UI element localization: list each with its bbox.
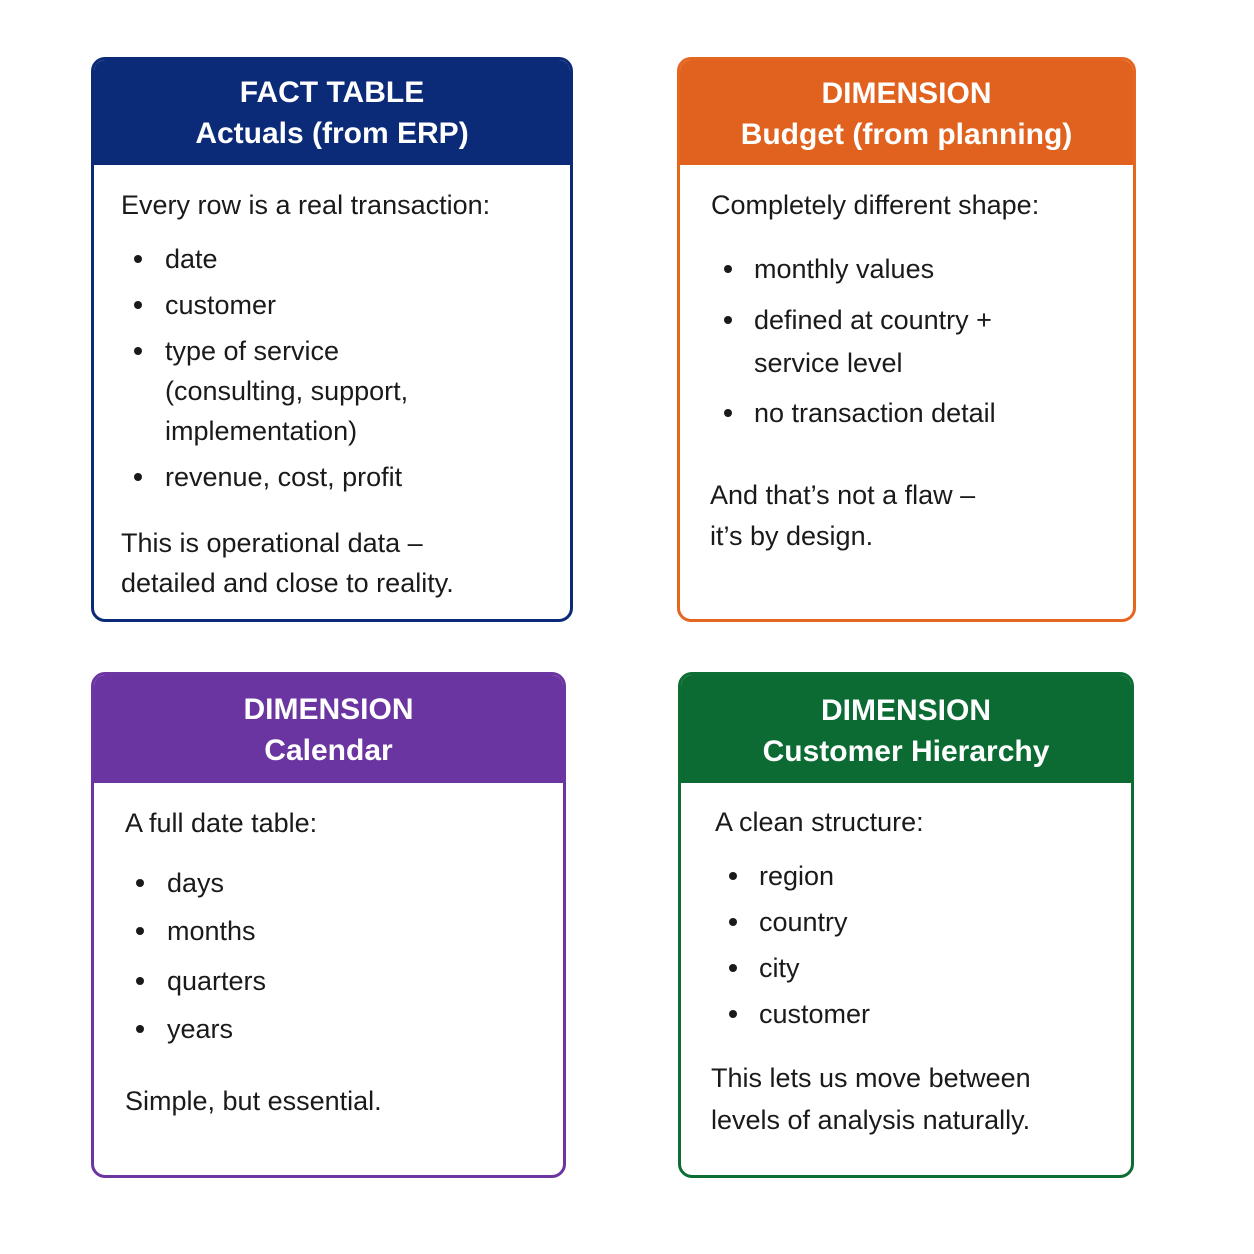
list-item: monthly values (754, 254, 935, 284)
list-item: revenue, cost, profit (165, 462, 403, 492)
bullet-icon (729, 872, 737, 880)
closing-text: it’s by design. (710, 521, 874, 551)
bullet-icon (724, 409, 732, 417)
card-title: FACT TABLE (239, 76, 425, 109)
intro-text: A full date table: (125, 808, 318, 838)
card-dimension-calendar: DIMENSION Calendar A full date table: da… (91, 672, 566, 1178)
card-header: DIMENSION Calendar (94, 675, 563, 783)
list-item: type of service (165, 336, 340, 366)
list-item: days (167, 868, 225, 898)
closing-text: This is operational data – (121, 528, 423, 558)
list-item: country (759, 907, 848, 937)
intro-text: A clean structure: (715, 807, 924, 837)
card-header: DIMENSION Budget (from planning) (680, 60, 1133, 165)
card-header: FACT TABLE Actuals (from ERP) (94, 60, 570, 165)
card-fact-actuals: FACT TABLE Actuals (from ERP) Every row … (91, 57, 573, 622)
list-item-continuation: implementation) (165, 416, 358, 446)
list-item: region (759, 861, 835, 891)
bullet-icon (136, 879, 144, 887)
closing-text: This lets us move between (711, 1063, 1031, 1093)
closing-text: Simple, but essential. (125, 1086, 382, 1116)
list-item: no transaction detail (754, 398, 996, 428)
bullet-icon (724, 316, 732, 324)
closing-text: And that’s not a flaw – (710, 480, 976, 510)
card-title: DIMENSION (820, 694, 991, 727)
bullet-icon (134, 473, 142, 481)
closing-text: detailed and close to reality. (121, 568, 454, 598)
list-item: years (167, 1014, 234, 1044)
bullet-icon (136, 1025, 144, 1033)
bullet-icon (134, 301, 142, 309)
card-subtitle: Calendar (264, 734, 393, 767)
intro-text: Completely different shape: (711, 190, 1040, 220)
bullet-icon (134, 347, 142, 355)
list-item-continuation: service level (754, 348, 903, 378)
card-title: DIMENSION (243, 693, 414, 726)
closing-text: levels of analysis naturally. (711, 1105, 1031, 1135)
intro-text: Every row is a real transaction: (121, 190, 491, 220)
card-dimension-customer-hierarchy: DIMENSION Customer Hierarchy A clean str… (678, 672, 1134, 1178)
list-item: defined at country + (754, 305, 992, 335)
card-dimension-budget: DIMENSION Budget (from planning) Complet… (677, 57, 1136, 622)
list-item: customer (759, 999, 871, 1029)
card-subtitle: Customer Hierarchy (762, 735, 1050, 768)
bullet-icon (136, 927, 144, 935)
list-item: customer (165, 290, 277, 320)
bullet-icon (729, 964, 737, 972)
bullet-icon (134, 255, 142, 263)
card-title: DIMENSION (821, 77, 992, 110)
list-item-continuation: (consulting, support, (165, 376, 409, 406)
card-subtitle: Actuals (from ERP) (195, 117, 469, 150)
bullet-icon (136, 977, 144, 985)
bullet-icon (729, 1010, 737, 1018)
list-item: city (759, 953, 800, 983)
list-item: date (165, 244, 218, 274)
card-header: DIMENSION Customer Hierarchy (681, 675, 1131, 783)
list-item: quarters (167, 966, 267, 996)
card-subtitle: Budget (from planning) (740, 118, 1073, 151)
bullet-icon (729, 918, 737, 926)
list-item: months (167, 916, 256, 946)
bullet-icon (724, 265, 732, 273)
